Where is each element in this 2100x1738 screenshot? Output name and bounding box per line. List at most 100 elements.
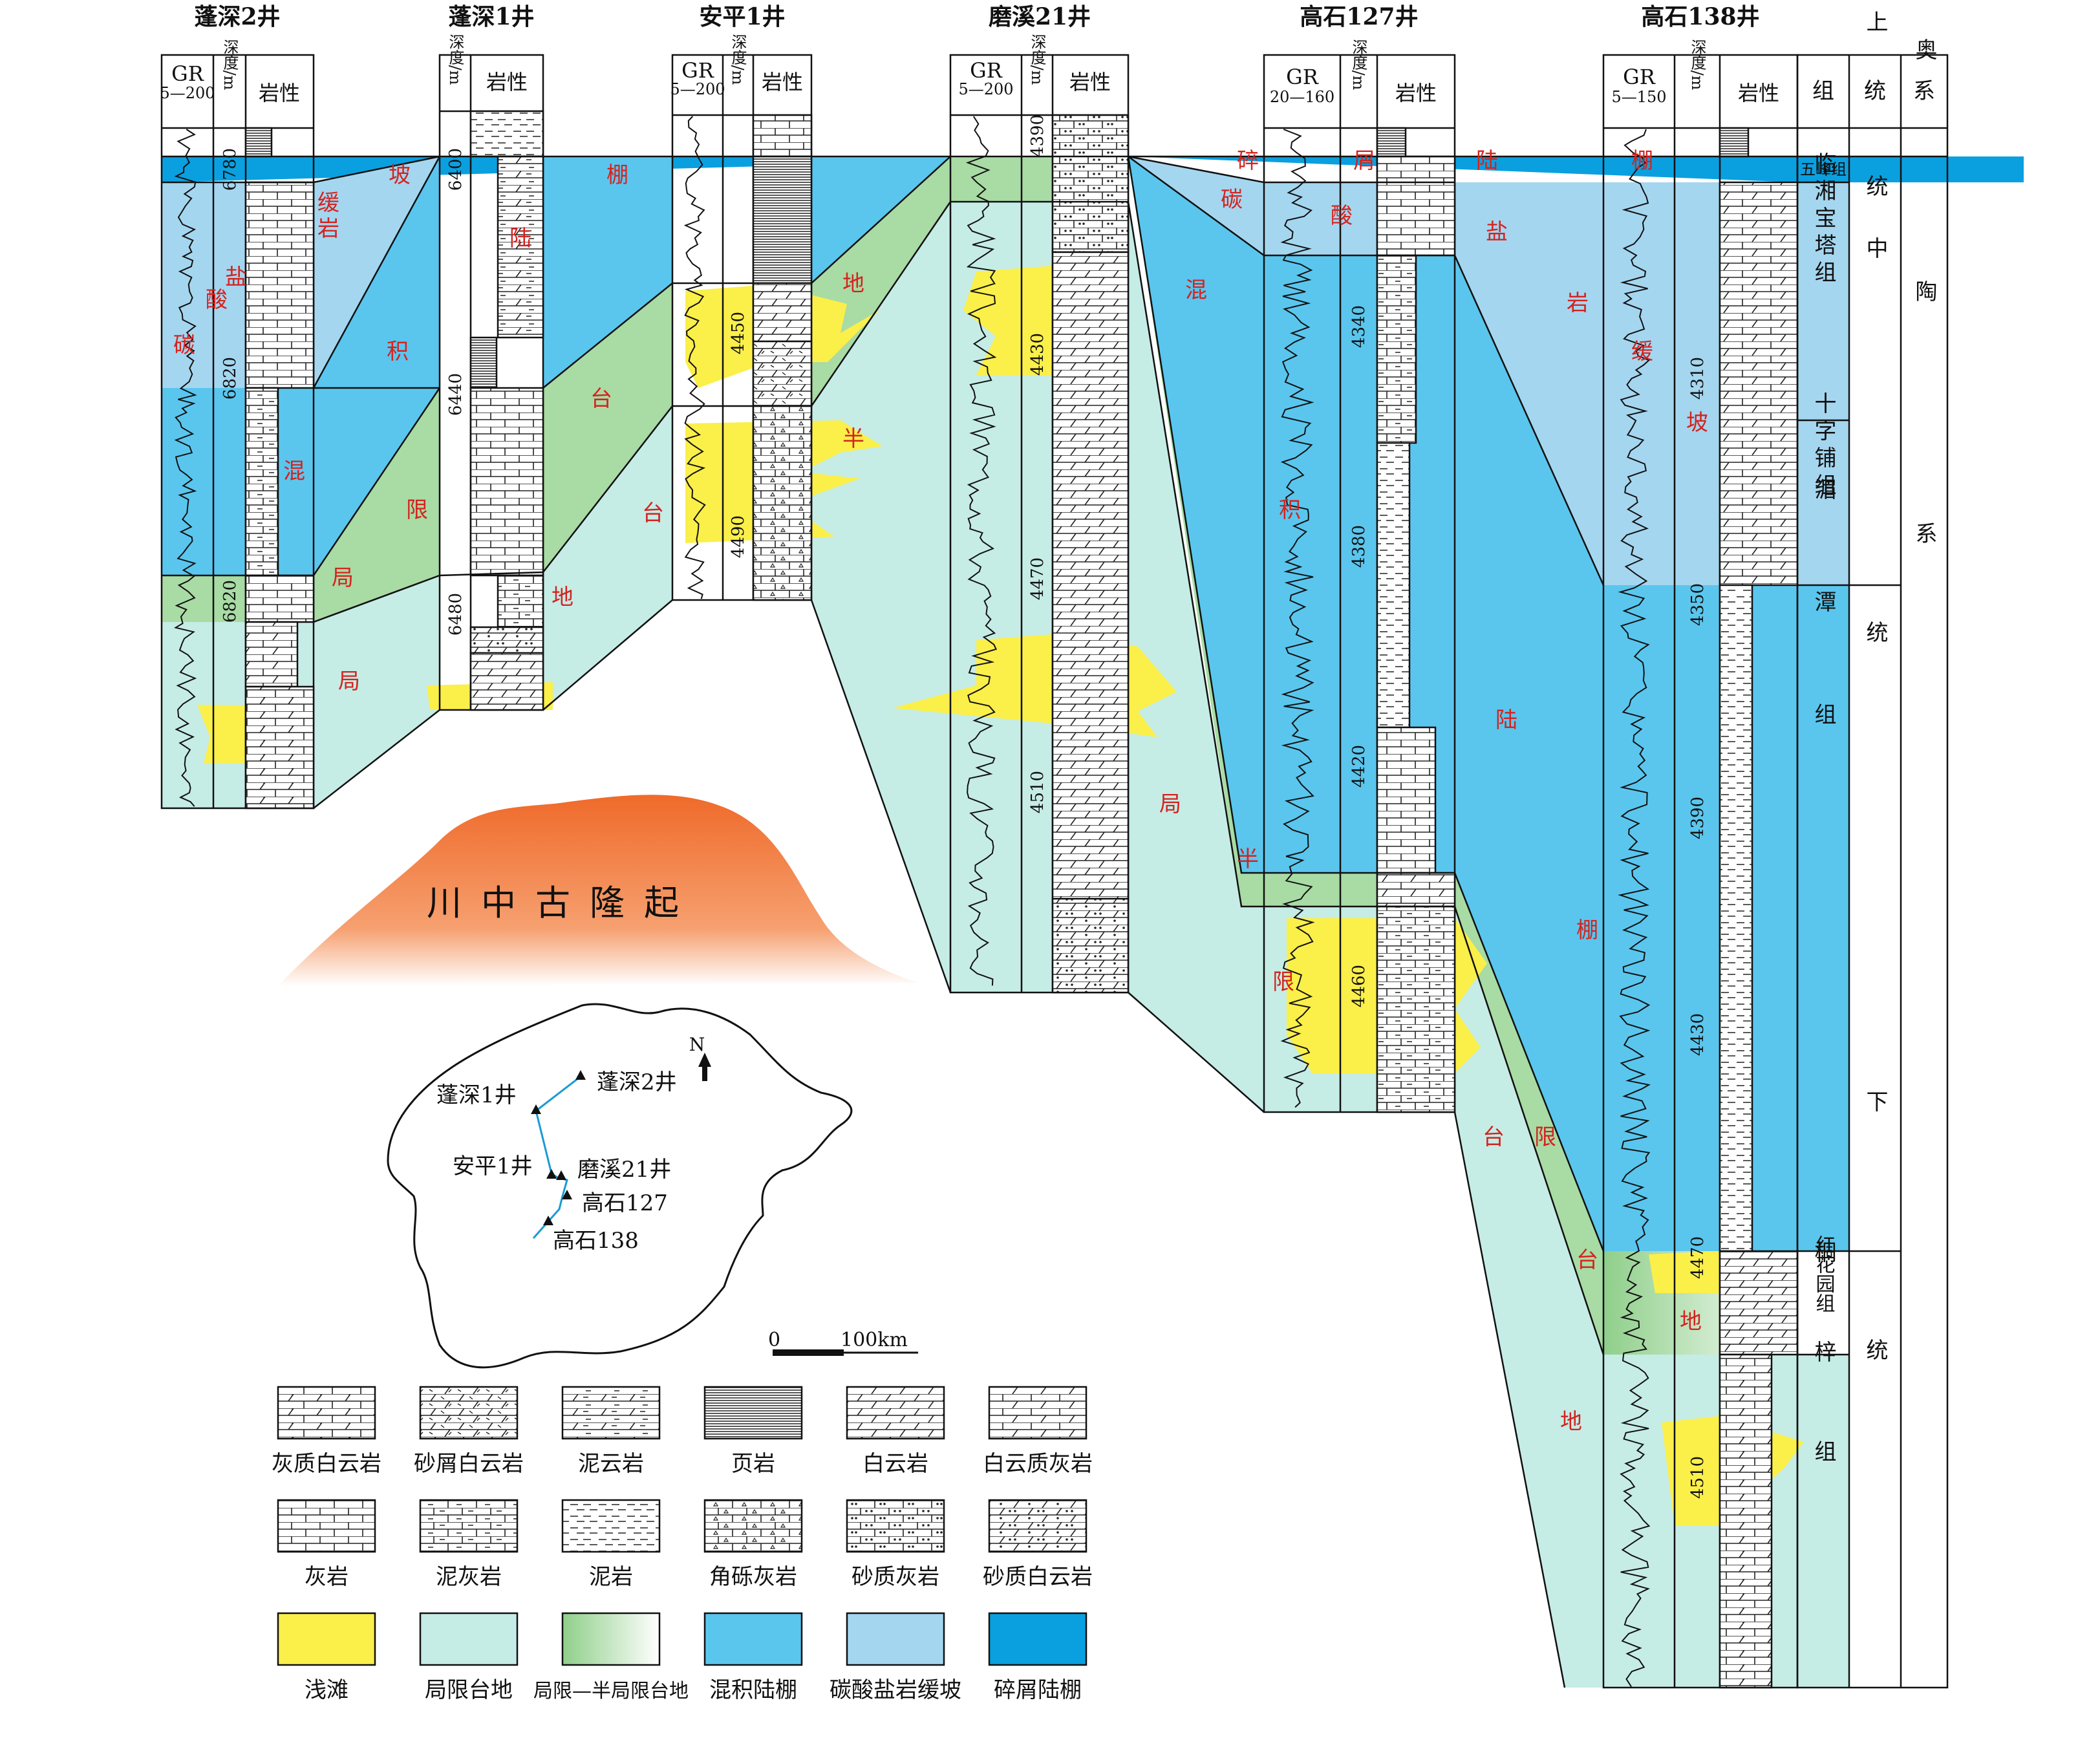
series-lower: 下统 [1862, 1090, 1888, 1587]
well5-lith-a [1376, 127, 1407, 158]
well1-depth-label: 深度/m [220, 39, 239, 91]
legend-swatch-limestone [277, 1499, 376, 1553]
legend-swatch-mud [561, 1499, 661, 1553]
legend-label-12: 砂质白云岩 [983, 1564, 1093, 1590]
well1-lith-d [244, 621, 299, 688]
well4-gr-range: 5—200 [958, 80, 1013, 98]
facies-label-f-yan3: 盐 [1486, 219, 1508, 245]
facies-label-f-lu2: 陆 [1476, 148, 1498, 174]
facies-label-f-ji: 积 [387, 339, 409, 365]
well4-lith-b [1051, 251, 1130, 900]
w5-depth-2: 4380 [1349, 525, 1369, 568]
w5-depth-4: 4460 [1349, 965, 1369, 1007]
legend-label-10: 角砾灰岩 [709, 1564, 797, 1590]
w1-depth-1: 6780 [220, 148, 240, 191]
facies-label-f-yan2: 岩 [317, 216, 339, 242]
well1-lith-top [244, 127, 273, 158]
w4-depth-3: 4470 [1028, 557, 1047, 600]
formation-wufeng: 五峰组 [1800, 160, 1847, 178]
legend-swatch-shoal [277, 1612, 376, 1666]
well-columns [160, 54, 1949, 1689]
w3-depth-2: 4490 [729, 515, 748, 558]
facies-label-f-huan2: 缓 [1631, 339, 1653, 365]
well3-gr-label: GR [681, 58, 714, 83]
legend-swatch-grain [419, 1386, 519, 1440]
facies-label-f-xian: 限 [406, 497, 428, 523]
legend-swatch-restricted [419, 1612, 519, 1666]
well2-title: 蓬深1井 [448, 3, 534, 30]
facies-label-f-peng2: 棚 [1631, 148, 1653, 174]
well3-lith-b [752, 155, 813, 284]
legend-label-15: 局限—半局限台地 [533, 1680, 689, 1702]
w6-depth-5: 4470 [1688, 1236, 1708, 1279]
facies-label-f-hun: 混 [283, 458, 305, 484]
gr-curve-4 [1280, 129, 1315, 1108]
w2-depth-1: 6400 [446, 148, 466, 191]
legend-label-5: 白云岩 [862, 1451, 928, 1477]
w4-depth-4: 4510 [1028, 771, 1047, 813]
facies-label-f-ji2: 积 [1279, 497, 1301, 523]
well4-lith-a [1051, 114, 1130, 253]
facies-label-f-di: 地 [552, 585, 573, 610]
legend-swatch-limedolo [277, 1386, 376, 1440]
uplift-shape [278, 795, 918, 986]
legend-label-13: 浅滩 [305, 1677, 348, 1703]
strat-header-zu: 组 [1812, 78, 1834, 104]
well-marker-6 [543, 1216, 553, 1225]
facies-label-f-xian3: 限 [1272, 969, 1294, 995]
facies-label-f-suo: 碎 [1237, 148, 1259, 174]
formation-linxiang-baota: 临湘宝塔组 [1810, 152, 1836, 288]
well2-lith-d [469, 387, 544, 577]
facies-label-f-tai2: 台 [642, 500, 664, 526]
gr-curve-1 [173, 129, 197, 807]
well6-lith-e [1719, 1353, 1773, 1689]
legend-label-2: 砂屑白云岩 [414, 1451, 524, 1477]
well5-lith-g [1376, 905, 1456, 1113]
legend-label-1: 灰质白云岩 [272, 1451, 381, 1477]
scale-label: 100km [841, 1329, 908, 1351]
facies-label-f-lu3: 陆 [1495, 707, 1517, 733]
map-well-anping1: 安平1井 [453, 1153, 533, 1179]
facies-label-f-xie: 屑 [1353, 148, 1375, 174]
well6-lith-d [1719, 1250, 1799, 1356]
w1-depth-3: 6820 [220, 580, 240, 623]
restricted-platform-w4-w5 [1128, 202, 1264, 1112]
well5-lith-c [1376, 254, 1417, 444]
legend-swatch-shale [703, 1386, 803, 1440]
series-upper: 上统 [1862, 10, 1888, 339]
well2-lith-g [469, 652, 544, 711]
map-well-pengshen1: 蓬深1井 [436, 1082, 517, 1108]
well2-lith-c [469, 336, 498, 389]
mixed-shelf-w1-w2 [314, 156, 440, 575]
well2-lith-e [497, 574, 544, 628]
facies-label-f-ban: 半 [842, 426, 864, 452]
map-well-gaoshi127: 高石127 [582, 1190, 668, 1216]
legend [277, 1386, 1088, 1666]
basin-outline [387, 1003, 853, 1369]
legend-label-18: 碎屑陆棚 [994, 1677, 1082, 1703]
legend-swatch-dololime [988, 1386, 1088, 1440]
strat-header-xi: 系 [1913, 78, 1935, 104]
facies-label-f-po: 坡 [389, 162, 411, 188]
facies-label-f-tai: 台 [590, 386, 612, 412]
well2-lith-a [469, 110, 544, 158]
legend-swatch-sandlime [846, 1499, 945, 1553]
uplift-label: 川中古隆起 [427, 883, 698, 923]
gr-curve-5 [1618, 129, 1651, 1688]
formation-col-tongzi [1797, 1355, 1849, 1688]
well-marker-3 [546, 1169, 557, 1179]
legend-label-3: 泥云岩 [578, 1451, 644, 1477]
legend-swatch-dolomite [846, 1386, 945, 1440]
well5-lith-d [1376, 442, 1411, 729]
well2-depth-label: 深度/m [446, 34, 464, 85]
well-marker-1 [575, 1070, 586, 1080]
formation-honghuayuan: 红花园组 [1812, 1235, 1835, 1313]
strat-header-tong: 统 [1864, 78, 1886, 104]
map-well-moxi21: 磨溪21井 [577, 1157, 671, 1183]
w3-depth-1: 4450 [729, 312, 748, 354]
facies-label-f-xian4: 限 [1534, 1124, 1556, 1150]
formation-col-honghuayuan [1797, 1251, 1849, 1355]
w6-depth-1: 4310 [1688, 357, 1708, 400]
formation-tongzi: 桐梓组 [1810, 1241, 1836, 1540]
section-line [532, 1075, 581, 1239]
